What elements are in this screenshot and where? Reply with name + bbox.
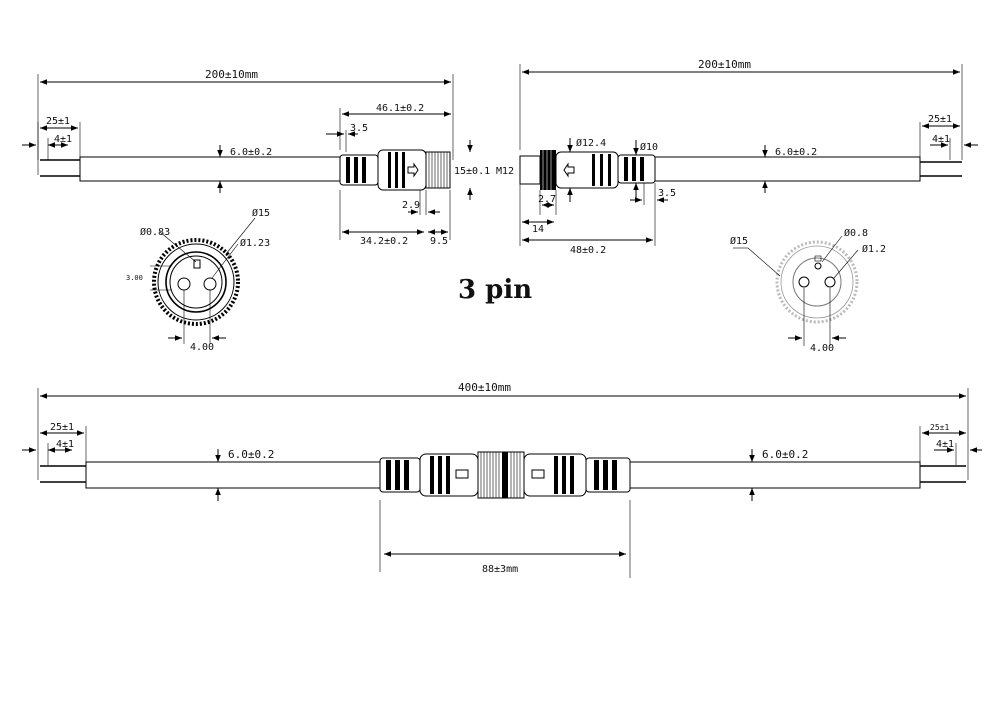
face-left-height-label: 3.00 (126, 274, 143, 282)
bottom-length-label: 400±10mm (458, 381, 511, 394)
tip-bottom-right-label: 4±1 (936, 439, 954, 450)
strip-bottom-right-label: 25±1 (930, 423, 949, 432)
diagram-title: 3 pin (458, 275, 532, 305)
female-total-label: 46.1±0.2 (376, 103, 424, 114)
face-right-outer-label: Ø15 (730, 235, 748, 247)
male-cable-assembly: 200±10mm 25±1 4±1 6.0±0.2 M12 (496, 58, 978, 256)
female-cable-assembly: 200±10mm 25±1 4±1 6.0±0.2 (22, 68, 490, 247)
face-right-pitch-label: 4.00 (810, 343, 834, 354)
top-right-length-label: 200±10mm (698, 58, 751, 71)
female-nut-knurl (428, 152, 448, 188)
tip-bottom-left-label: 4±1 (56, 439, 74, 450)
face-left-pin-label: Ø1.23 (240, 237, 270, 249)
female-step-label: 3.5 (350, 123, 368, 134)
male-step-label: 3.5 (658, 188, 676, 199)
male-14-label: 14 (532, 224, 544, 235)
strip-left-label: 25±1 (46, 116, 70, 127)
top-left-length-label: 200±10mm (205, 68, 258, 81)
face-right-pin-label: Ø1.2 (862, 243, 886, 255)
female-nut-label: 9.5 (430, 236, 448, 247)
face-left-outer-label: Ø15 (252, 207, 270, 219)
tip-left-label: 4±1 (54, 134, 72, 145)
face-right-small-label: Ø0.8 (844, 227, 868, 239)
female-gap-label: 2.9 (402, 200, 420, 211)
female-nut-dia-label: 15±0.1 (454, 166, 490, 177)
cable-dia-bottom-left-label: 6.0±0.2 (228, 448, 274, 461)
cable-dia-left-label: 6.0±0.2 (230, 147, 272, 158)
male-dia-a-label: Ø12.4 (576, 137, 606, 149)
female-face-view: Ø0.83 Ø15 Ø1.23 3.00 4.00 (126, 207, 270, 353)
face-left-small-label: Ø0.83 (140, 226, 170, 238)
female-body-label: 34.2±0.2 (360, 236, 408, 247)
cable-dia-right-label: 6.0±0.2 (775, 147, 817, 158)
male-thread-len-label: 2.7 (538, 194, 556, 205)
male-total-label: 48±0.2 (570, 245, 606, 256)
tip-right-label: 4±1 (932, 134, 950, 145)
mated-assembly: 400±10mm 25±1 4±1 6.0±0.2 (22, 381, 982, 578)
mated-length-label: 88±3mm (482, 564, 518, 575)
cable-dia-bottom-right-label: 6.0±0.2 (762, 448, 808, 461)
male-dia-b-label: Ø10 (640, 141, 658, 153)
strip-bottom-left-label: 25±1 (50, 422, 74, 433)
face-left-pitch-label: 4.00 (190, 342, 214, 353)
strip-right-label: 25±1 (928, 114, 952, 125)
male-thread-label: M12 (496, 166, 514, 177)
male-face-view: Ø15 Ø0.8 Ø1.2 4.00 (730, 227, 886, 354)
mated-nut-knurl (480, 452, 521, 498)
male-thread-lines (542, 150, 552, 190)
